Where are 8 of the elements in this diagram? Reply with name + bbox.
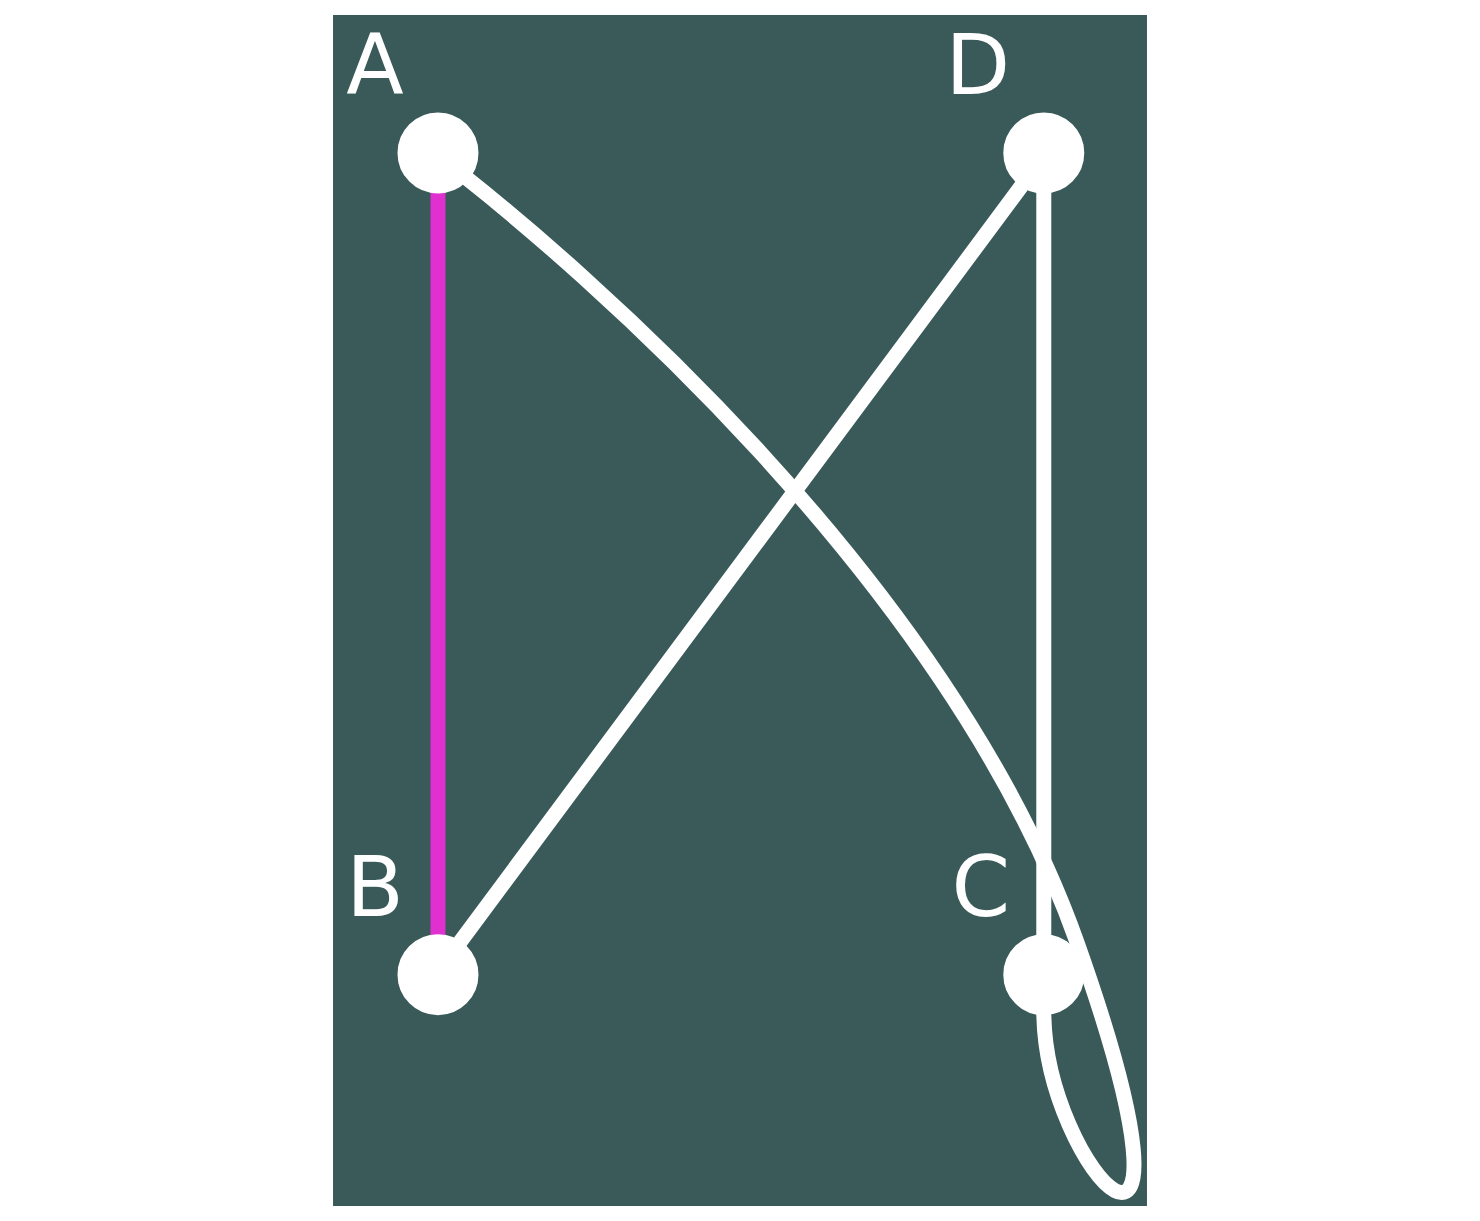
node-label: B (346, 837, 404, 936)
node-circle (397, 112, 479, 194)
node-circle (1003, 112, 1085, 194)
node-circle (1003, 934, 1085, 1016)
node-label: A (346, 16, 404, 115)
node-circle (397, 934, 479, 1016)
node-label: C (951, 837, 1011, 936)
node-label: D (945, 16, 1011, 115)
